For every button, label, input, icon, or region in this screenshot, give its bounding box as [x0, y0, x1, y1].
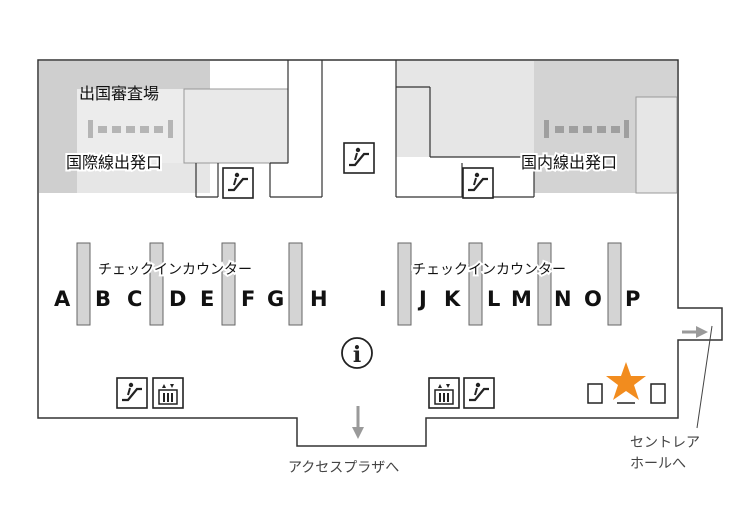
info-symbol: i — [353, 342, 361, 368]
pillar — [468, 242, 483, 326]
counter-letter: A — [54, 287, 71, 311]
pillar — [537, 242, 552, 326]
escalator-icon — [343, 142, 375, 174]
counter-letter: H — [310, 287, 328, 311]
pillar — [149, 242, 164, 326]
counter-letter: J — [417, 287, 427, 311]
counter-letter: O — [584, 287, 602, 311]
access-plaza-arrow-icon — [352, 406, 364, 439]
pillar — [76, 242, 91, 326]
counter-letter: P — [625, 287, 640, 311]
counter-letter: N — [554, 287, 572, 311]
centrair-hall-label-line1: セントレア — [630, 435, 700, 451]
counter-letters: A B C D E F G H I J K L M N O P — [54, 287, 640, 311]
immigration-label: 出国審査場 — [79, 84, 159, 103]
counter-letter: K — [444, 287, 461, 311]
checkin-counter-label-left: チェックインカウンター — [98, 262, 252, 278]
pillar — [221, 242, 236, 326]
counter-letter: M — [511, 287, 532, 311]
callout-leader-line — [696, 325, 713, 429]
checkin-counter-label-right: チェックインカウンター — [412, 262, 566, 278]
escalator-icon — [222, 167, 254, 199]
escalator-icon — [463, 377, 495, 409]
counter-pillars — [76, 242, 622, 326]
domestic-zone — [396, 61, 678, 194]
pillar — [288, 242, 303, 326]
counter-letter: G — [267, 287, 284, 311]
counter-letter: E — [200, 287, 214, 311]
immigration-zone — [39, 61, 289, 193]
elevator-icon — [428, 377, 460, 409]
access-plaza-label: アクセスプラザへ — [288, 460, 399, 476]
left-walls — [195, 60, 323, 198]
pillar — [607, 242, 622, 326]
star-icon — [606, 362, 646, 400]
counter-letter: F — [241, 287, 255, 311]
counter-letter: B — [95, 287, 111, 311]
intl-departure-label: 国際線出発口 — [66, 153, 162, 172]
counter-letter: I — [379, 287, 387, 311]
centrair-hall-arrow-icon — [682, 326, 708, 338]
counter-letter: C — [127, 287, 142, 311]
escalator-icon — [462, 167, 494, 199]
counter-letter: L — [487, 287, 500, 311]
counter-letter: D — [169, 287, 186, 311]
information-icon: i — [341, 337, 373, 369]
escalator-icon — [116, 377, 148, 409]
elevator-icon — [152, 377, 184, 409]
centrair-hall-label-line2: ホールへ — [630, 456, 686, 472]
domestic-departure-label: 国内線出発口 — [521, 153, 617, 172]
pillar — [397, 242, 412, 326]
current-location-marker — [587, 362, 666, 404]
